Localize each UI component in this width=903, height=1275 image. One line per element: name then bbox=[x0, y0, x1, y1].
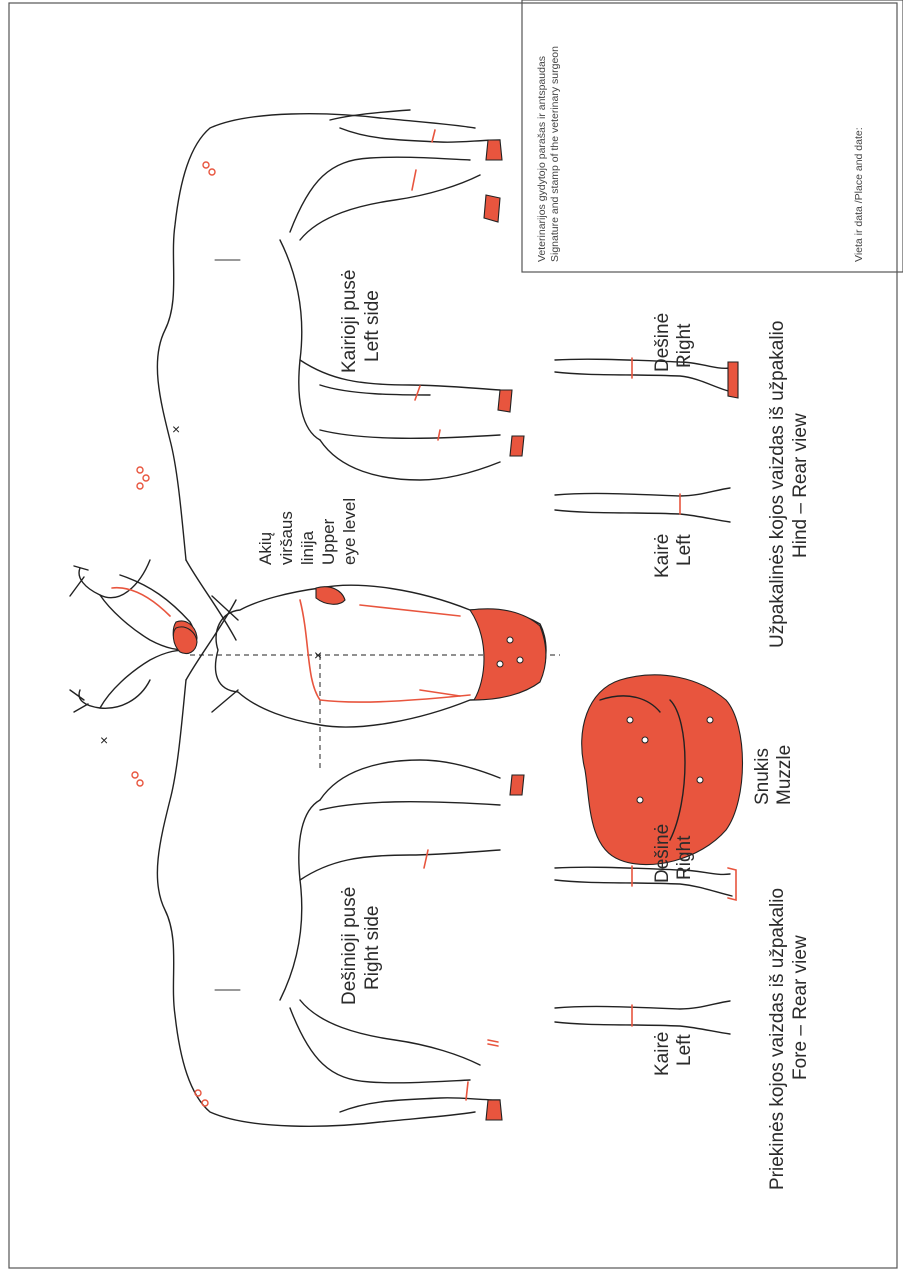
left-horse-whorl-2 bbox=[209, 169, 215, 175]
head-muzzle-marking bbox=[470, 609, 546, 700]
left-horse-belly bbox=[280, 240, 320, 440]
fore-left-label-en: Left bbox=[674, 1034, 695, 1066]
muzzle-label-lt: Snukis bbox=[752, 748, 773, 805]
right-horse-hind-mark bbox=[466, 1082, 468, 1100]
left-horse-blaze-line bbox=[112, 588, 170, 616]
hind-view-title-lt: Užpakalinės kojos vaizdas iš užpakalio bbox=[767, 321, 788, 648]
left-horse-body-outline bbox=[157, 114, 475, 560]
right-horse-whorl-4 bbox=[202, 1100, 208, 1106]
hind-view-title-en: Hind – Rear view bbox=[790, 413, 811, 558]
fore-left-leg bbox=[555, 1001, 730, 1034]
fore-right-label-lt: Dešinė bbox=[652, 824, 673, 883]
muzzle-label-en: Muzzle bbox=[774, 745, 795, 805]
right-horse-hoof-1 bbox=[510, 775, 524, 795]
hind-left-label-lt: Kairė bbox=[652, 534, 673, 578]
head-whorl-cross: × bbox=[314, 647, 322, 663]
right-side-horse: × Dešinioji pusė Right side bbox=[70, 600, 524, 1126]
head-label-line2: viršaus bbox=[277, 511, 296, 565]
right-horse-head bbox=[100, 650, 190, 708]
head-muzzle-spot-2 bbox=[517, 657, 523, 663]
fore-view-title-en: Fore – Rear view bbox=[790, 935, 811, 1080]
left-side-label-en: Left side bbox=[362, 290, 383, 362]
head-eye-mark-top bbox=[316, 587, 345, 605]
right-horse-cross-mark: × bbox=[100, 732, 108, 748]
muzzle-spot-1 bbox=[627, 717, 633, 723]
left-horse-hoof-4 bbox=[510, 436, 524, 456]
fore-rear-view: Dešinė Right Kairė Left Priekinės kojos … bbox=[555, 824, 811, 1190]
signature-label-en: Signature and stamp of the veterinary su… bbox=[549, 46, 561, 262]
right-horse-neck bbox=[79, 600, 236, 708]
right-horse-hoof-2 bbox=[486, 1100, 502, 1120]
left-horse-hoof-2 bbox=[484, 195, 500, 222]
head-ears bbox=[212, 596, 238, 712]
hind-left-leg bbox=[555, 488, 730, 522]
left-side-label-lt: Kairioji pusė bbox=[339, 270, 360, 374]
head-label-line3: linija bbox=[298, 530, 317, 565]
right-horse-hind-mark-2 bbox=[488, 1040, 498, 1046]
left-horse-whorl-1 bbox=[203, 162, 209, 168]
muzzle-spot-2 bbox=[642, 737, 648, 743]
fore-left-label-lt: Kairė bbox=[652, 1032, 673, 1076]
left-horse-fore-mark bbox=[415, 386, 420, 400]
head-label-line5: eye level bbox=[340, 498, 359, 565]
left-horse-hind-mark bbox=[432, 130, 435, 142]
certificate-box-frame bbox=[522, 0, 903, 272]
certificate-box: Veterinarijos gydytojo parašas ir antspa… bbox=[522, 0, 903, 272]
hind-rear-view: Dešinė Right Kairė Left Užpakalinės kojo… bbox=[555, 313, 811, 648]
hind-right-label-lt: Dešinė bbox=[652, 313, 673, 372]
left-horse-cross-mark: × bbox=[172, 421, 180, 437]
left-horse-hoof-1 bbox=[486, 140, 502, 160]
head-blaze-outline bbox=[300, 600, 470, 702]
left-horse-whorl-4 bbox=[143, 475, 149, 481]
head-face-marks bbox=[360, 605, 460, 696]
fore-view-title-lt: Priekinės kojos vaizdas iš užpakalio bbox=[767, 888, 788, 1190]
head-label-line4: Upper bbox=[319, 518, 338, 565]
right-horse-forelegs bbox=[300, 760, 500, 880]
signature-label-lt: Veterinarijos gydytojo parašas ir antspa… bbox=[536, 56, 548, 262]
head-front-view: × Akių viršaus linija Upper eye level bbox=[190, 498, 560, 770]
right-horse-whorl-2 bbox=[137, 780, 143, 786]
hind-right-label-en: Right bbox=[674, 323, 695, 368]
right-horse-whorl-1 bbox=[132, 772, 138, 778]
left-horse-whorl-3 bbox=[137, 467, 143, 473]
fore-right-label-en: Right bbox=[674, 835, 695, 880]
left-side-horse: × Kairioji pusė Left side bbox=[70, 110, 524, 650]
left-horse-forelegs bbox=[300, 360, 500, 480]
right-horse-hindlegs bbox=[290, 1000, 500, 1112]
fore-right-leg bbox=[555, 867, 732, 896]
muzzle-spot-5 bbox=[707, 717, 713, 723]
right-side-label-en: Right side bbox=[362, 906, 383, 991]
head-label-line1: Akių bbox=[256, 532, 275, 565]
muzzle-spot-4 bbox=[697, 777, 703, 783]
left-horse-neck bbox=[79, 560, 236, 640]
left-horse-hoof-3 bbox=[498, 390, 512, 412]
hind-left-label-en: Left bbox=[674, 534, 695, 566]
hind-right-leg bbox=[555, 359, 732, 392]
right-horse-body-outline bbox=[157, 680, 475, 1126]
hind-right-hoof bbox=[728, 362, 738, 398]
left-horse-hindlegs bbox=[290, 110, 500, 240]
left-horse-hind-coronet-mark bbox=[412, 170, 416, 190]
right-horse-belly bbox=[280, 800, 320, 1000]
right-horse-fore-mark bbox=[424, 850, 428, 868]
left-horse-whorl-5 bbox=[137, 483, 143, 489]
place-date-label: Vieta ir data /Place and date: bbox=[853, 127, 865, 262]
right-side-label-lt: Dešinioji pusė bbox=[339, 887, 360, 1005]
head-muzzle-spot-3 bbox=[497, 661, 503, 667]
head-muzzle-spot-1 bbox=[507, 637, 513, 643]
muzzle-spot-3 bbox=[637, 797, 643, 803]
